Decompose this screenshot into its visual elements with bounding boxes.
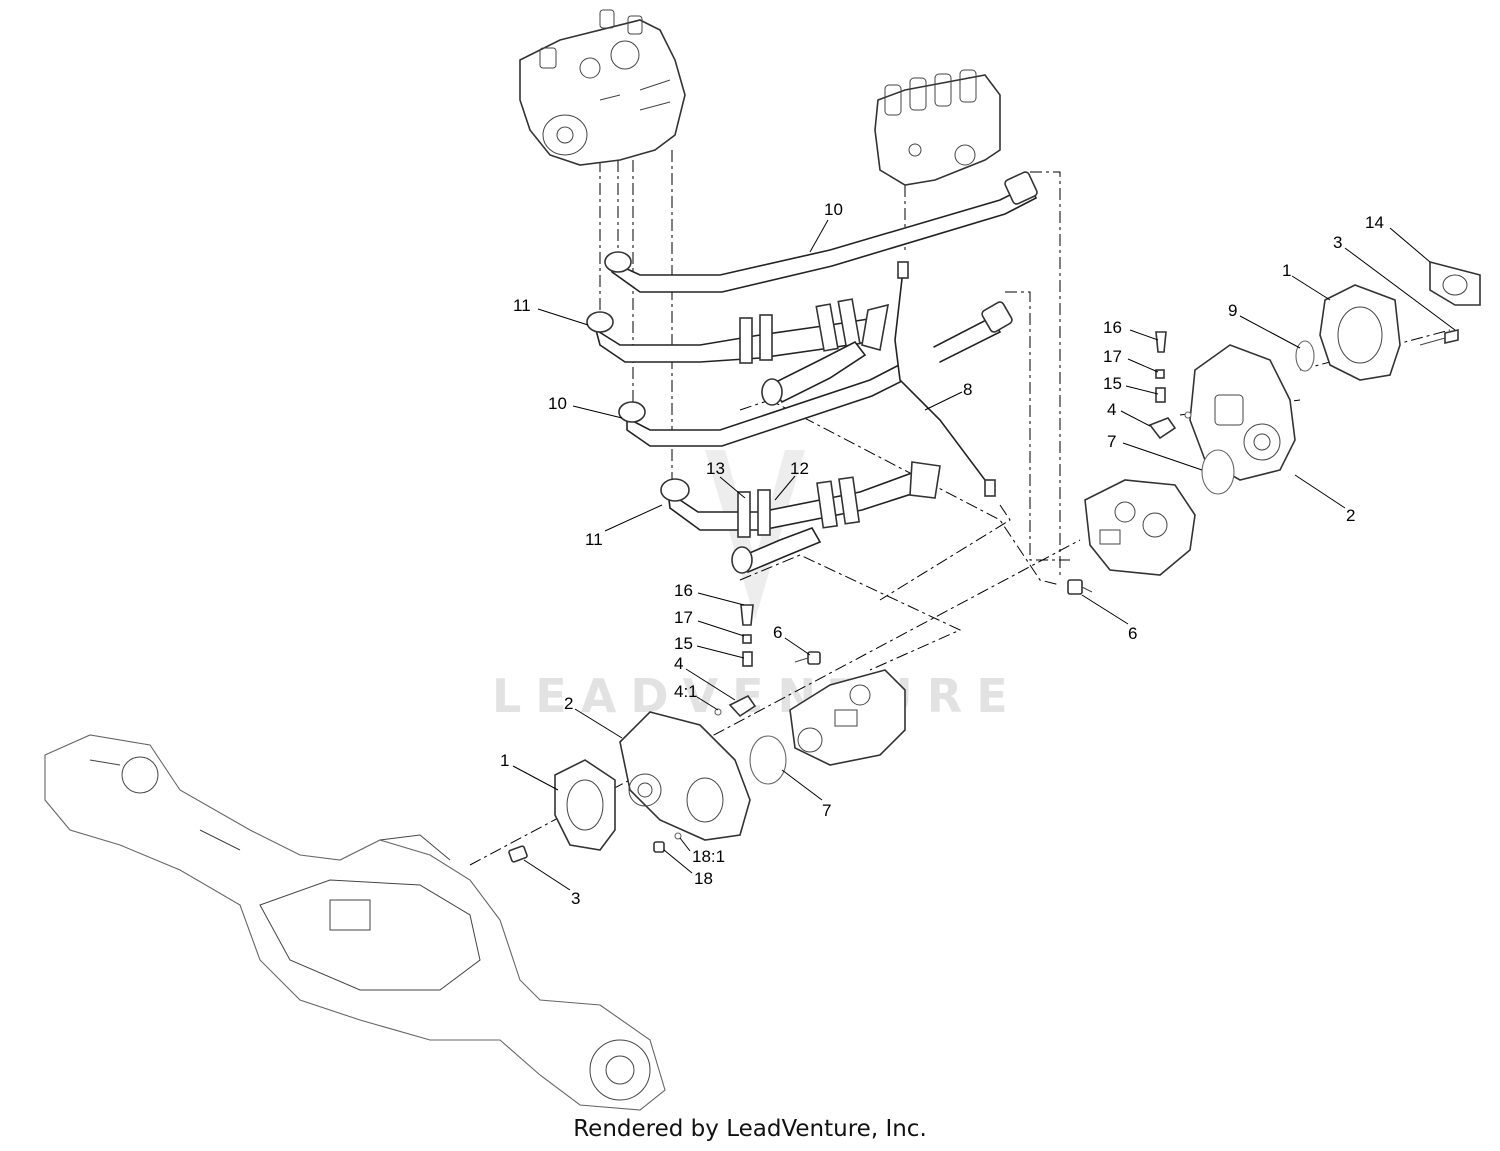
callout-7-right: 7	[1107, 432, 1116, 451]
callout-3-left: 3	[571, 889, 580, 908]
o-ring-9	[1295, 340, 1315, 372]
callout-13: 13	[706, 459, 725, 478]
hose-10-mid	[618, 301, 1013, 447]
bolt-6-left	[794, 651, 821, 665]
callout-8: 8	[963, 380, 972, 399]
callout-4-right: 4	[1107, 400, 1116, 419]
gasket-14	[1429, 260, 1481, 306]
callout-4-left: 4	[674, 654, 683, 673]
plug-18	[653, 832, 682, 853]
render-credit: Rendered by LeadVenture, Inc.	[573, 1116, 927, 1142]
callout-9: 9	[1228, 301, 1237, 320]
callout-11-lower: 11	[585, 530, 603, 549]
flange-1-left	[554, 759, 616, 851]
fittings-stack-left	[714, 604, 757, 718]
callout-10-mid: 10	[548, 394, 567, 413]
axle-assembly	[44, 734, 666, 1111]
watermark: LEADVENTURE	[492, 450, 1022, 723]
callout-18-1: 18:1	[692, 847, 725, 866]
callout-18: 18	[694, 869, 713, 888]
bolt-3-right	[1419, 328, 1459, 346]
drive-motor-left	[789, 669, 906, 766]
watermark-logo	[705, 450, 805, 620]
callout-16-left: 16	[674, 581, 693, 600]
callout-1-left: 1	[500, 751, 509, 770]
bolt-6-right	[1067, 579, 1093, 595]
o-ring-7-left	[749, 735, 787, 785]
callout-17-right: 17	[1103, 347, 1122, 366]
hose-10-top	[604, 171, 1038, 293]
bolt-3-left	[508, 845, 528, 863]
callout-2-left: 2	[564, 694, 573, 713]
leader-lines	[512, 219, 1456, 891]
line-8	[894, 261, 996, 497]
hose-11-lower	[660, 461, 941, 574]
callout-16-right: 16	[1103, 318, 1122, 337]
valve-block	[874, 69, 1001, 186]
gear-housing-2-right	[1189, 344, 1296, 481]
callout-12: 12	[790, 459, 809, 478]
callout-11-upper: 11	[513, 296, 531, 315]
callout-14: 14	[1365, 213, 1384, 232]
callout-2-right: 2	[1346, 506, 1355, 525]
watermark-text: LEADVENTURE	[492, 669, 1022, 723]
flange-1-right	[1319, 284, 1401, 381]
callout-labels: 10 14 3 1 11 9 16 17 15 8 10 4 7 13 12 2…	[500, 200, 1384, 908]
callout-17-left: 17	[674, 608, 693, 627]
callout-7-left: 7	[822, 801, 831, 820]
callout-15-left: 15	[674, 634, 693, 653]
callout-1-right: 1	[1282, 261, 1291, 280]
callout-10-top: 10	[824, 200, 843, 219]
fittings-stack-right	[1148, 331, 1192, 440]
hose-11-upper	[586, 298, 890, 406]
callout-6-right: 6	[1128, 624, 1137, 643]
drive-motor-right	[1084, 479, 1196, 576]
callout-4-1: 4:1	[674, 682, 698, 701]
callout-6-left: 6	[773, 623, 782, 642]
callout-3-right: 3	[1333, 233, 1342, 252]
gear-housing-2-left	[619, 711, 751, 841]
o-ring-7-right	[1201, 449, 1235, 495]
hydraulic-pump-top	[519, 9, 686, 166]
callout-15-right: 15	[1103, 374, 1122, 393]
